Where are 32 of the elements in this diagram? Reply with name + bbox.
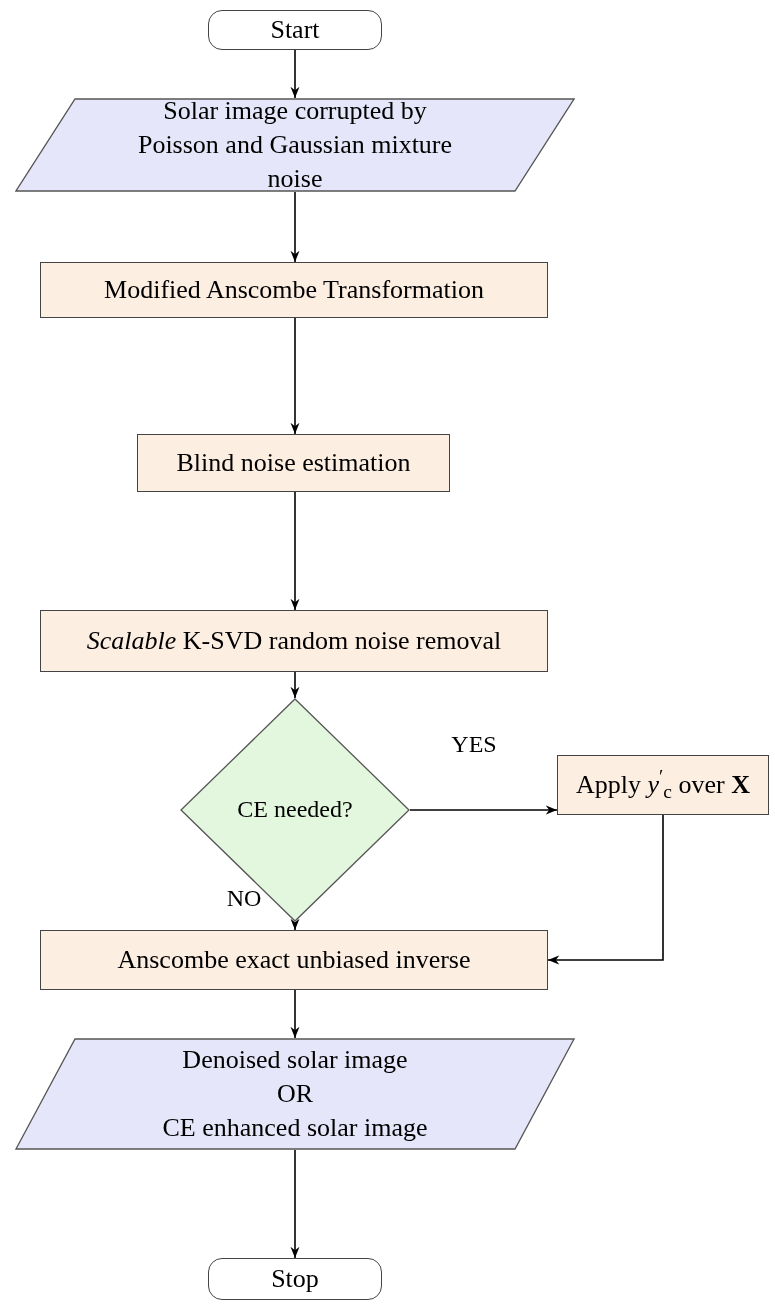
arrow <box>290 1149 300 1259</box>
process-box <box>137 434 450 492</box>
node-label: Stop <box>271 1263 319 1296</box>
node-label: Apply y$^{′}$$_{c}$ over X <box>576 768 750 802</box>
process-box <box>40 262 548 318</box>
node-label: CE enhanced solar image <box>162 1111 428 1144</box>
decision-diamond <box>180 698 410 922</box>
node-label: Denoised solar image <box>182 1044 408 1077</box>
arrow <box>290 671 300 699</box>
arrow <box>290 989 300 1039</box>
io-parallelogram <box>15 1038 575 1150</box>
arrow <box>290 491 300 611</box>
node-label: CE needed? <box>237 795 353 825</box>
node-label: Blind noise estimation <box>176 447 411 480</box>
node-label: Modified Anscombe Transformation <box>104 274 484 307</box>
node-label: OR <box>276 1078 314 1111</box>
arrow <box>409 805 558 815</box>
terminal-box <box>208 10 382 50</box>
io-parallelogram <box>15 98 575 192</box>
process-box <box>40 610 548 672</box>
arrow <box>290 191 300 263</box>
terminal-box <box>208 1258 382 1300</box>
process-box <box>40 930 548 990</box>
process-box <box>557 755 769 815</box>
node-label: Solar image corrupted by Poisson and Gaussian mixture noise <box>136 95 454 195</box>
arrow <box>290 317 300 435</box>
arrow <box>290 918 300 931</box>
arrow <box>547 814 664 965</box>
arrow <box>290 49 300 99</box>
node-label: Anscombe exact unbiased inverse <box>117 944 471 977</box>
node-label: Scalable K-SVD random noise removal <box>86 625 502 658</box>
node-label: Start <box>270 14 320 47</box>
